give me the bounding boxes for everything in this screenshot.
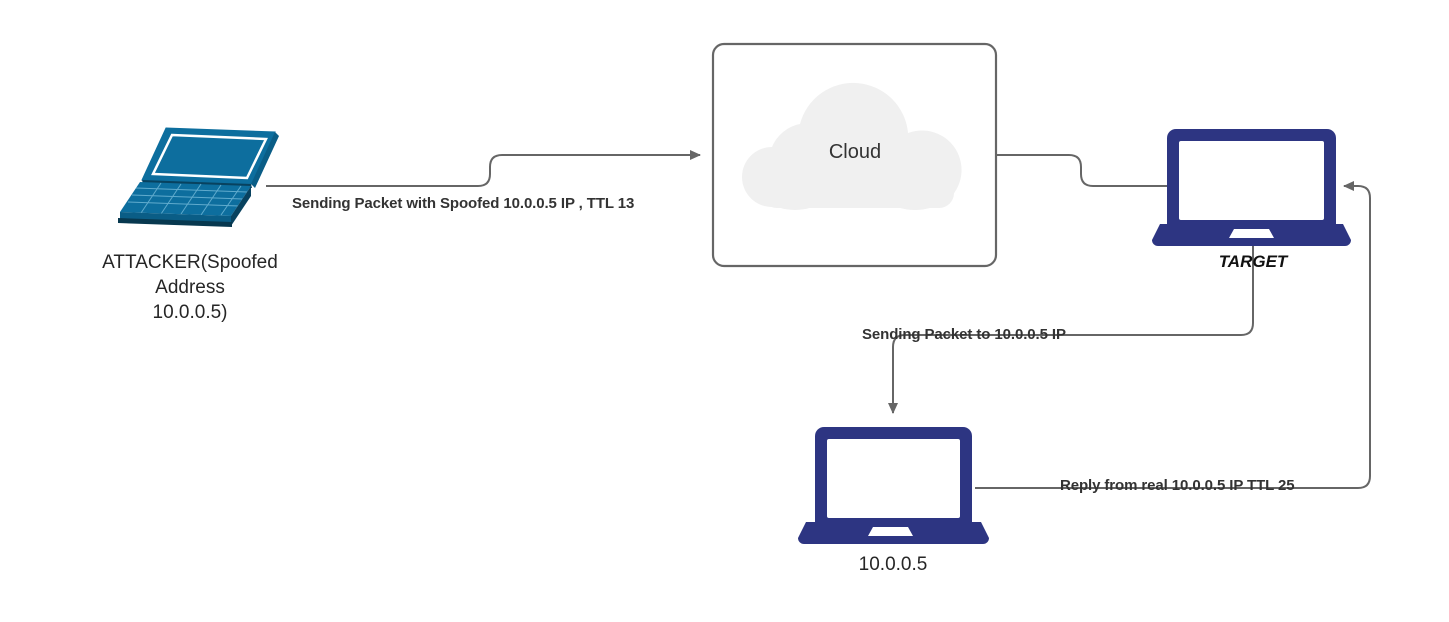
edge-cloud-to-target[interactable]: [996, 154, 1167, 187]
edge-attacker-to-cloud[interactable]: [266, 150, 701, 187]
laptop-isometric-icon[interactable]: [118, 127, 279, 227]
cloud-box[interactable]: [711, 42, 998, 268]
laptop-icon-target[interactable]: [1152, 129, 1351, 246]
edge-victim-to-target[interactable]: [975, 181, 1371, 489]
laptop-icon-victim[interactable]: [1, 0, 989, 544]
cloud-icon: [742, 82, 962, 210]
edge-target-to-victim[interactable]: [888, 246, 1254, 414]
